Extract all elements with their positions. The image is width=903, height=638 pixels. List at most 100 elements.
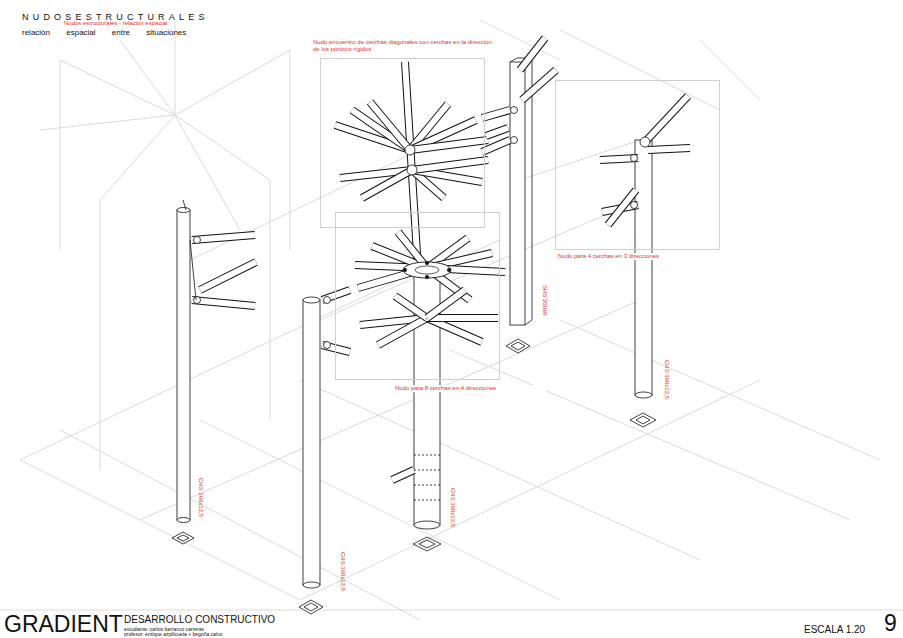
project-name: GRADIENT [4,611,123,638]
column-a [172,200,256,544]
drawing-part [648,148,690,150]
drawing-part [648,148,690,150]
drawing-part [370,102,410,150]
drawing-part [635,140,652,395]
drawing-part [362,170,412,198]
section-label: CHS 360x12,5 [340,552,346,591]
drawing-part [378,318,427,345]
drawing-part [183,200,196,300]
drawing-part [370,102,410,150]
detail-frame: Nudo encuentro de cerchas diagonales con… [320,58,485,228]
drawing-part [299,600,323,614]
drawing-part [177,208,190,213]
scale-note: ESCALA 1.20 [804,624,865,635]
section-label: CHS 360x12,5 [198,478,204,517]
drawing-part [303,297,320,303]
drawing-part [192,235,255,240]
drawing-part [194,237,201,244]
drawing-part [511,107,518,114]
drawing-part [427,290,465,318]
drawing-part [522,70,556,100]
node-caption: Nudo encuentro de cerchas diagonales con… [312,39,494,53]
drawing-part [414,521,440,529]
drawing-part [425,275,429,279]
section-label: SHS 200x8 [542,285,548,315]
drawing-part [480,20,760,110]
drawing-part [403,262,451,278]
drawing-part [362,170,412,198]
drawing-part [645,96,688,142]
drawing-part [414,455,440,500]
drawing-part [412,160,488,170]
sheet-subject: DESARROLLO CONSTRUCTIVO [124,614,275,625]
drawing-part [482,110,510,118]
ghost-frame [20,20,880,620]
column-e [600,96,690,427]
drawing-part [378,318,427,345]
drawing-part [192,235,255,240]
drawing-part [415,266,439,274]
drawing-part [60,50,290,470]
drawing-part [410,140,488,150]
drawing-part [427,290,465,318]
drawing-part [20,320,880,620]
drawing-part [395,296,427,318]
drawing-part [194,297,201,304]
drawing-part [405,145,415,155]
overlay-note: Nudos estructurales - relación espacial [64,20,167,26]
drawing-part [482,110,510,118]
drawing-part [192,300,255,306]
drawing-part [172,532,194,544]
drawing-part [303,300,320,585]
drawing-part [645,96,688,142]
drawing-part [427,315,498,321]
subtitle: relación espacial entre situaciones [22,28,186,37]
drawing-part [520,38,545,70]
drawing-part [425,261,429,265]
drawing-part [412,160,488,170]
title-rule [0,610,903,611]
column-d [482,38,556,353]
drawing-part [395,296,427,318]
drawing-part [520,38,545,70]
section-label: CHS 360x12,5 [450,488,456,527]
drawing-part [522,70,556,100]
node-caption: Nudo para 4 cerchas en 3 direcciones [557,253,719,260]
drawing-part [407,165,417,175]
drawing-part [177,210,190,520]
drawing-part [631,202,638,209]
drawing-part [631,155,638,162]
column-c [335,62,505,551]
drawing-part [635,392,652,398]
detail-frame: Nudo para 8 cerchas en 4 direcciones [335,212,500,380]
drawing-part [177,518,190,523]
drawing-part [403,268,407,272]
node-caption: Nudo para 8 cerchas en 4 direcciones [394,385,546,392]
drawing-part [427,314,498,322]
drawing-part [510,62,525,325]
drawing-part [511,137,518,144]
drawing-part [324,297,331,304]
drawing-part [192,300,255,306]
drawing-part [640,137,650,147]
drawing-part [482,140,510,152]
sheet-number: 9 [884,610,897,637]
drawing-part [482,140,510,152]
drawing-part [447,268,451,272]
drawing-part [486,128,508,136]
drawing-part [40,20,290,230]
drawing-part [324,342,331,349]
drawing-part [392,470,414,480]
drawing-part [392,470,414,480]
drawing-part [506,339,530,353]
drawing-part [630,413,656,427]
drawing-part [200,262,256,290]
drawing-part [486,128,508,136]
detail-frame: Nudo para 4 cerchas en 3 direcciones [555,80,720,250]
drawing-part [303,582,320,588]
drawing-part [200,262,256,290]
drawing-part [410,140,488,150]
teacher-credit: profesor: enrique azpilicueta + begoña c… [124,631,222,637]
